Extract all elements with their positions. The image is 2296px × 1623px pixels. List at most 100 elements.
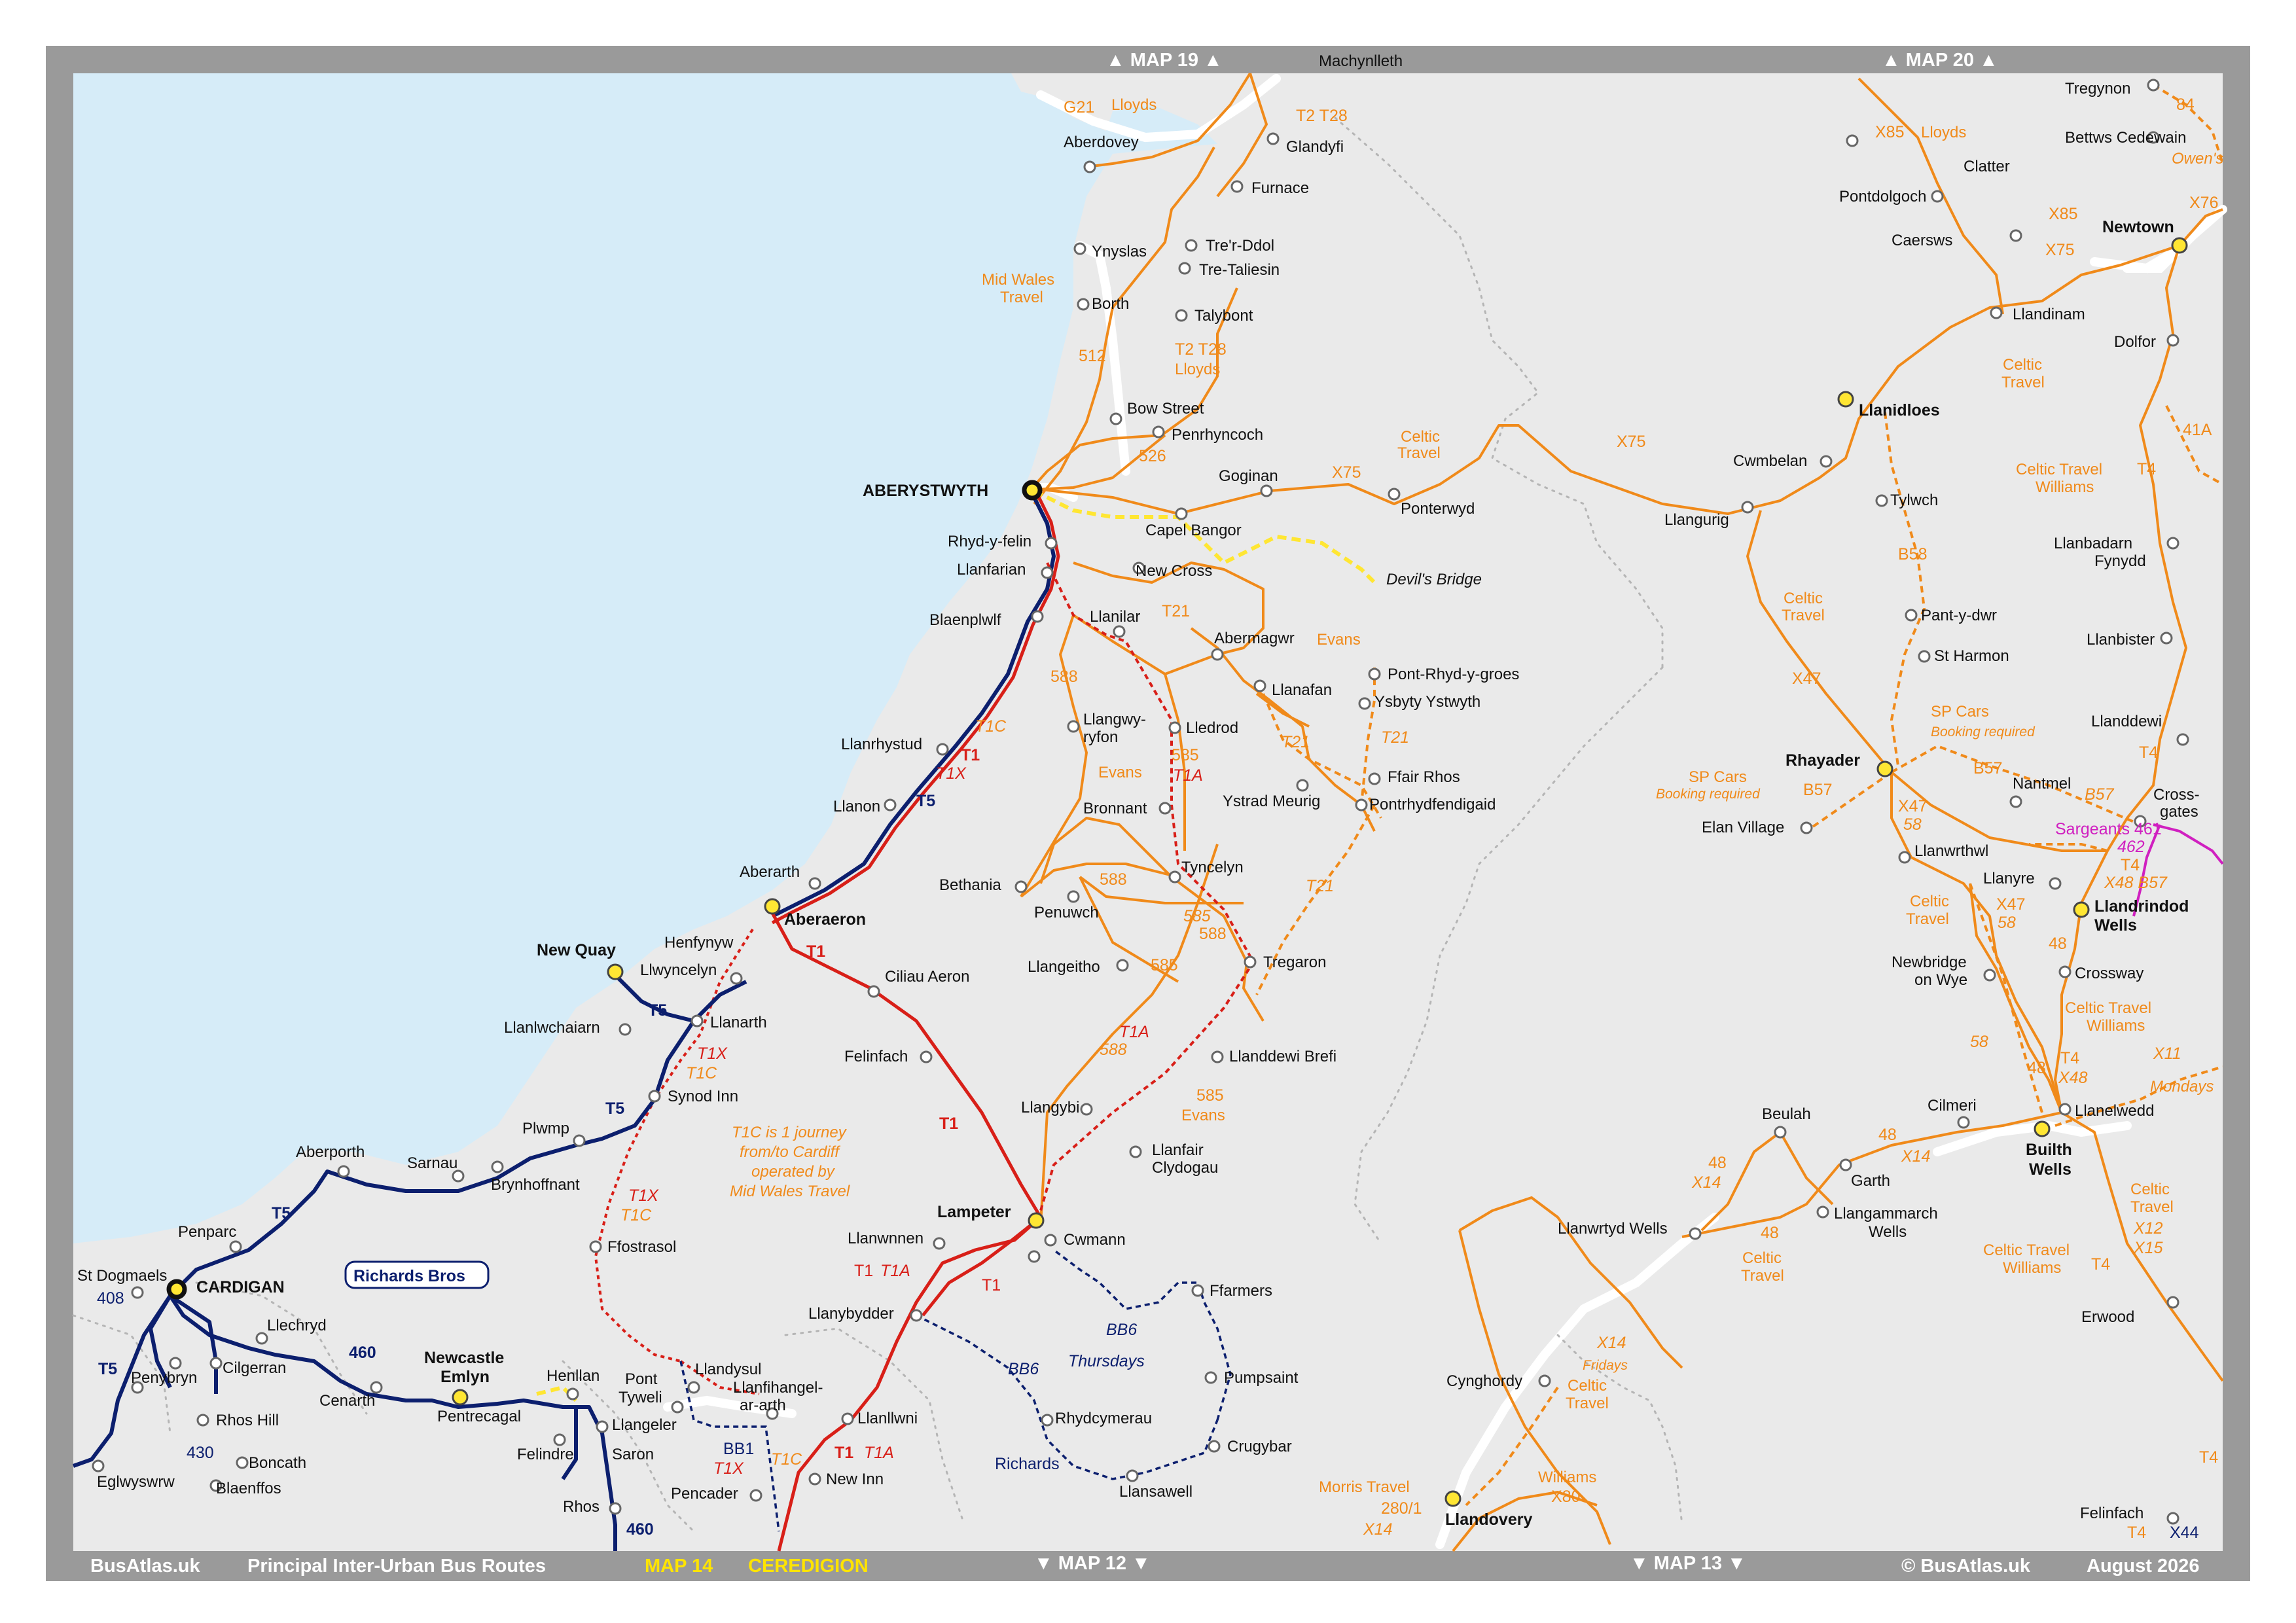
map13-link[interactable]: ▼ MAP 13 ▼ [1630, 1553, 1746, 1574]
route-label: Celtic [1910, 893, 1949, 910]
route-label: Evans [1098, 764, 1142, 781]
route-label: Travel [2130, 1198, 2174, 1216]
place-label: ar-arth [740, 1397, 786, 1414]
frame-labels: ▲ MAP 19 ▲ Machynlleth ▲ MAP 20 ▲ ▲ MAP … [90, 50, 2280, 1577]
route-label: T4 [2121, 856, 2140, 874]
route-label: BB1 [723, 1440, 754, 1458]
place-label: Llanidloes [1859, 401, 1940, 419]
place-label: Llanarth [710, 1014, 767, 1031]
route-label: T1 [806, 942, 825, 961]
route-label: Celtic [1401, 428, 1440, 446]
route-label: X75 [1617, 433, 1645, 451]
place-label: Pentrecagal [437, 1408, 521, 1425]
route-label: Celtic [1568, 1377, 1607, 1395]
place-label: Ysbyty Ystwyth [1374, 693, 1480, 711]
route-label: T5 [272, 1204, 291, 1222]
route-label: T1 [854, 1262, 873, 1280]
place-label: Elan Village [1702, 819, 1784, 836]
place-label: Llanon [833, 798, 880, 815]
place-label: Llanrhystud [841, 736, 922, 753]
route-label: Lloyds [1175, 361, 1220, 378]
place-label: Cenarth [319, 1392, 375, 1410]
route-label: X47 [1898, 797, 1927, 815]
route-label: Lloyds [1921, 124, 1966, 141]
machynlleth-label: Machynlleth [1319, 52, 1403, 70]
route-label: 48 [2028, 1059, 2046, 1077]
route-label: 48 [1878, 1126, 1897, 1144]
place-label: Felinfach [844, 1048, 908, 1065]
place-label: Llechryd [267, 1317, 327, 1334]
place-label: Goginan [1219, 467, 1278, 485]
place-label: Erwood [2081, 1308, 2134, 1326]
place-label: ryfon [1083, 728, 1118, 746]
route-label: 58 [1970, 1033, 1988, 1051]
place-label: Ystrad Meurig [1223, 793, 1320, 810]
route-label: 585 [1196, 1086, 1224, 1105]
route-label: Williams [1538, 1469, 1596, 1486]
place-label: Cilgerran [223, 1359, 286, 1377]
route-label: T4 [2139, 743, 2158, 762]
route-label: Owen's [2172, 150, 2223, 168]
route-label: 462 [2117, 838, 2145, 856]
route-label: Travel [1397, 444, 1441, 462]
route-label: B57 [2085, 785, 2115, 804]
route-label: T1X [628, 1186, 659, 1205]
place-label: New Quay [537, 941, 616, 959]
richards-bros-box [344, 1260, 490, 1289]
footer-date: August 2026 [2087, 1556, 2199, 1577]
route-label: T5 [98, 1360, 117, 1378]
place-label: Llandysul [695, 1361, 761, 1378]
map15-link[interactable]: ▲ MAP 15 ▲ [2259, 949, 2280, 1065]
sargeants-route [2132, 823, 2224, 917]
place-label: Felindre [517, 1446, 574, 1463]
place-label: Aberporth [296, 1143, 365, 1161]
orange-dashed-routes [1255, 84, 2224, 1507]
route-label: T1 [961, 746, 980, 764]
place-label: Aberaeron [784, 910, 866, 929]
place-label: Penuwch [1034, 904, 1099, 921]
place-label: Llanllwni [857, 1410, 918, 1427]
route-label: Fridays [1583, 1358, 1628, 1373]
place-label: Llanlwchaiarn [504, 1019, 600, 1037]
place-label: Newtown [2102, 218, 2174, 236]
route-label: T21 [1282, 733, 1310, 751]
map20-link[interactable]: ▲ MAP 20 ▲ [1882, 50, 1998, 71]
route-label: Thursdays [1068, 1352, 1145, 1370]
route-label: SP Cars [1931, 703, 1989, 721]
map19-link[interactable]: ▲ MAP 19 ▲ [1106, 50, 1223, 71]
place-label: St Dogmaels [77, 1267, 167, 1285]
bus-stops [92, 79, 2189, 1525]
route-label: BB6 [1008, 1360, 1039, 1378]
route-label: X80 [1551, 1488, 1580, 1506]
place-label: Aberarth [740, 863, 800, 881]
route-label: T2 T28 [1175, 340, 1227, 359]
route-label: X11 [2153, 1044, 2181, 1063]
map12-link[interactable]: ▼ MAP 12 ▼ [1034, 1553, 1151, 1574]
place-label: Pontdolgoch [1839, 188, 1926, 205]
yellow-routes [536, 489, 1376, 1402]
place-label: Llanbadarn [2054, 535, 2132, 552]
route-label: Williams [2003, 1259, 2061, 1277]
place-label: Tre'r-Ddol [1206, 237, 1274, 255]
place-label: Clydogau [1152, 1159, 1218, 1177]
place-label: Llangammarch [1834, 1205, 1938, 1222]
route-label: X85 [2049, 205, 2077, 223]
route-label: Celtic [2130, 1181, 2170, 1198]
place-label: Pont [625, 1370, 658, 1388]
route-label: from/to Cardiff [740, 1143, 840, 1161]
place-label: Rhos Hill [216, 1412, 279, 1429]
place-label: Sarnau [407, 1154, 457, 1172]
route-label: T4 [2091, 1255, 2110, 1274]
route-label: 588 [1199, 925, 1227, 943]
place-label: Llangurig [1664, 511, 1729, 529]
place-label: Rhyd-y-felin [948, 533, 1031, 550]
place-label: Llandovery [1445, 1510, 1532, 1529]
route-label: Celtic [2003, 356, 2042, 374]
route-label: 58 [1998, 914, 2016, 932]
route-label: Evans [1181, 1107, 1225, 1124]
route-label: T1C [771, 1450, 802, 1469]
place-label: Llansawell [1119, 1483, 1193, 1501]
route-label: B57 [1803, 781, 1832, 799]
route-label: T1 [982, 1276, 1001, 1294]
place-label: Llanwnnen [848, 1230, 924, 1247]
